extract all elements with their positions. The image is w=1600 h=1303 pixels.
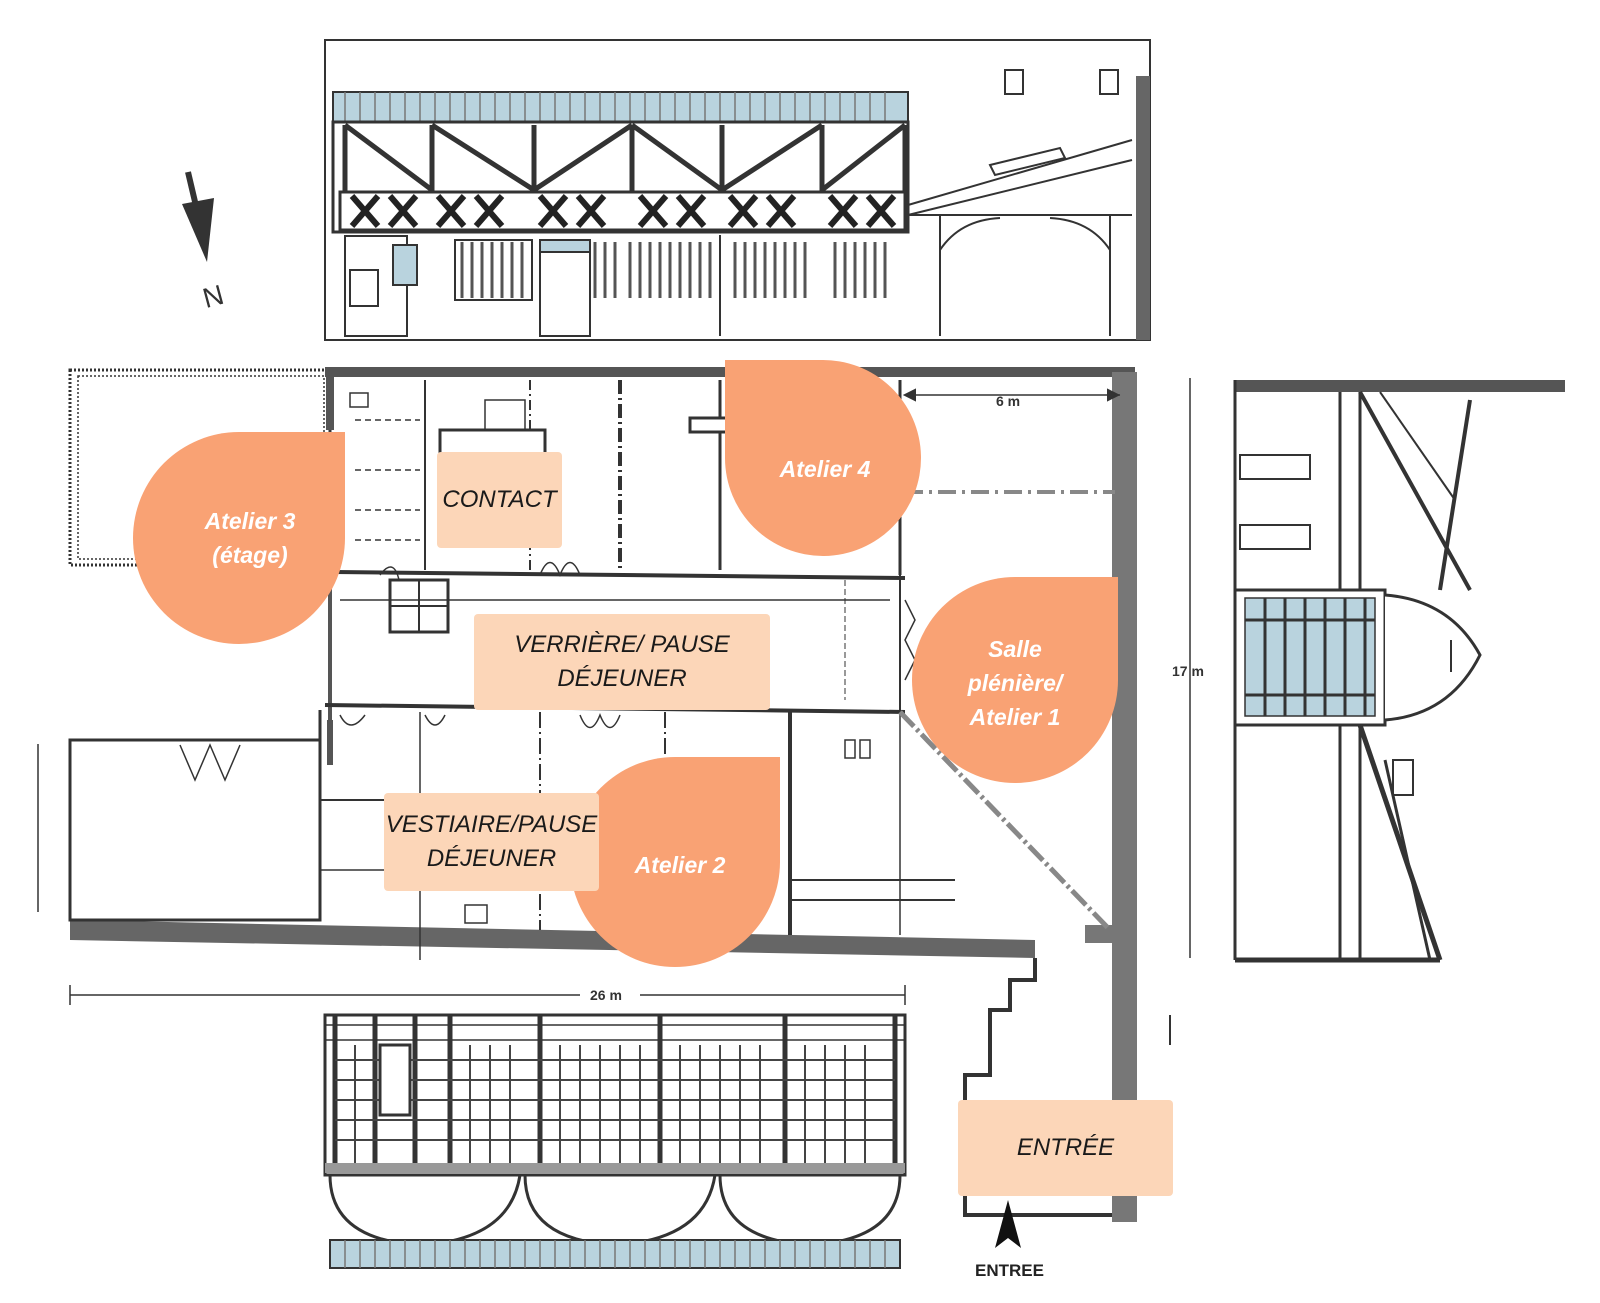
entrance-label: ENTREE bbox=[975, 1261, 1044, 1280]
entrance-arrow-icon bbox=[995, 1200, 1021, 1248]
north-elevation bbox=[324, 39, 1151, 341]
verriere-room-label: VERRIÈRE/ PAUSE DÉJEUNER bbox=[474, 614, 770, 710]
atelier-4-label: Atelier 4 bbox=[779, 456, 871, 482]
marker-salle-pleniere bbox=[912, 577, 1118, 783]
atelier-2-label: Atelier 2 bbox=[634, 852, 726, 878]
vestiaire-room-label: VESTIAIRE/PAUSE DÉJEUNER bbox=[384, 793, 599, 891]
dimension-6m-label: 6 m bbox=[996, 393, 1020, 409]
marker-atelier-2 bbox=[570, 757, 780, 967]
north-arrow-icon bbox=[182, 171, 214, 262]
contact-room-label: CONTACT bbox=[437, 452, 562, 548]
dimension-26m-label: 26 m bbox=[590, 987, 622, 1003]
entree-room-label: ENTRÉE bbox=[958, 1100, 1173, 1196]
compass-label: N bbox=[199, 279, 227, 314]
east-elevation bbox=[1233, 380, 1565, 963]
south-elevation bbox=[323, 1013, 907, 1269]
atelier-3-label: Atelier 3 (étage) bbox=[204, 508, 296, 568]
marker-atelier-3 bbox=[133, 432, 345, 644]
dimension-17m-label: 17 m bbox=[1172, 663, 1204, 679]
marker-atelier-4 bbox=[725, 359, 921, 556]
salle-pleniere-label: Salle plénière/ Atelier 1 bbox=[967, 636, 1063, 730]
